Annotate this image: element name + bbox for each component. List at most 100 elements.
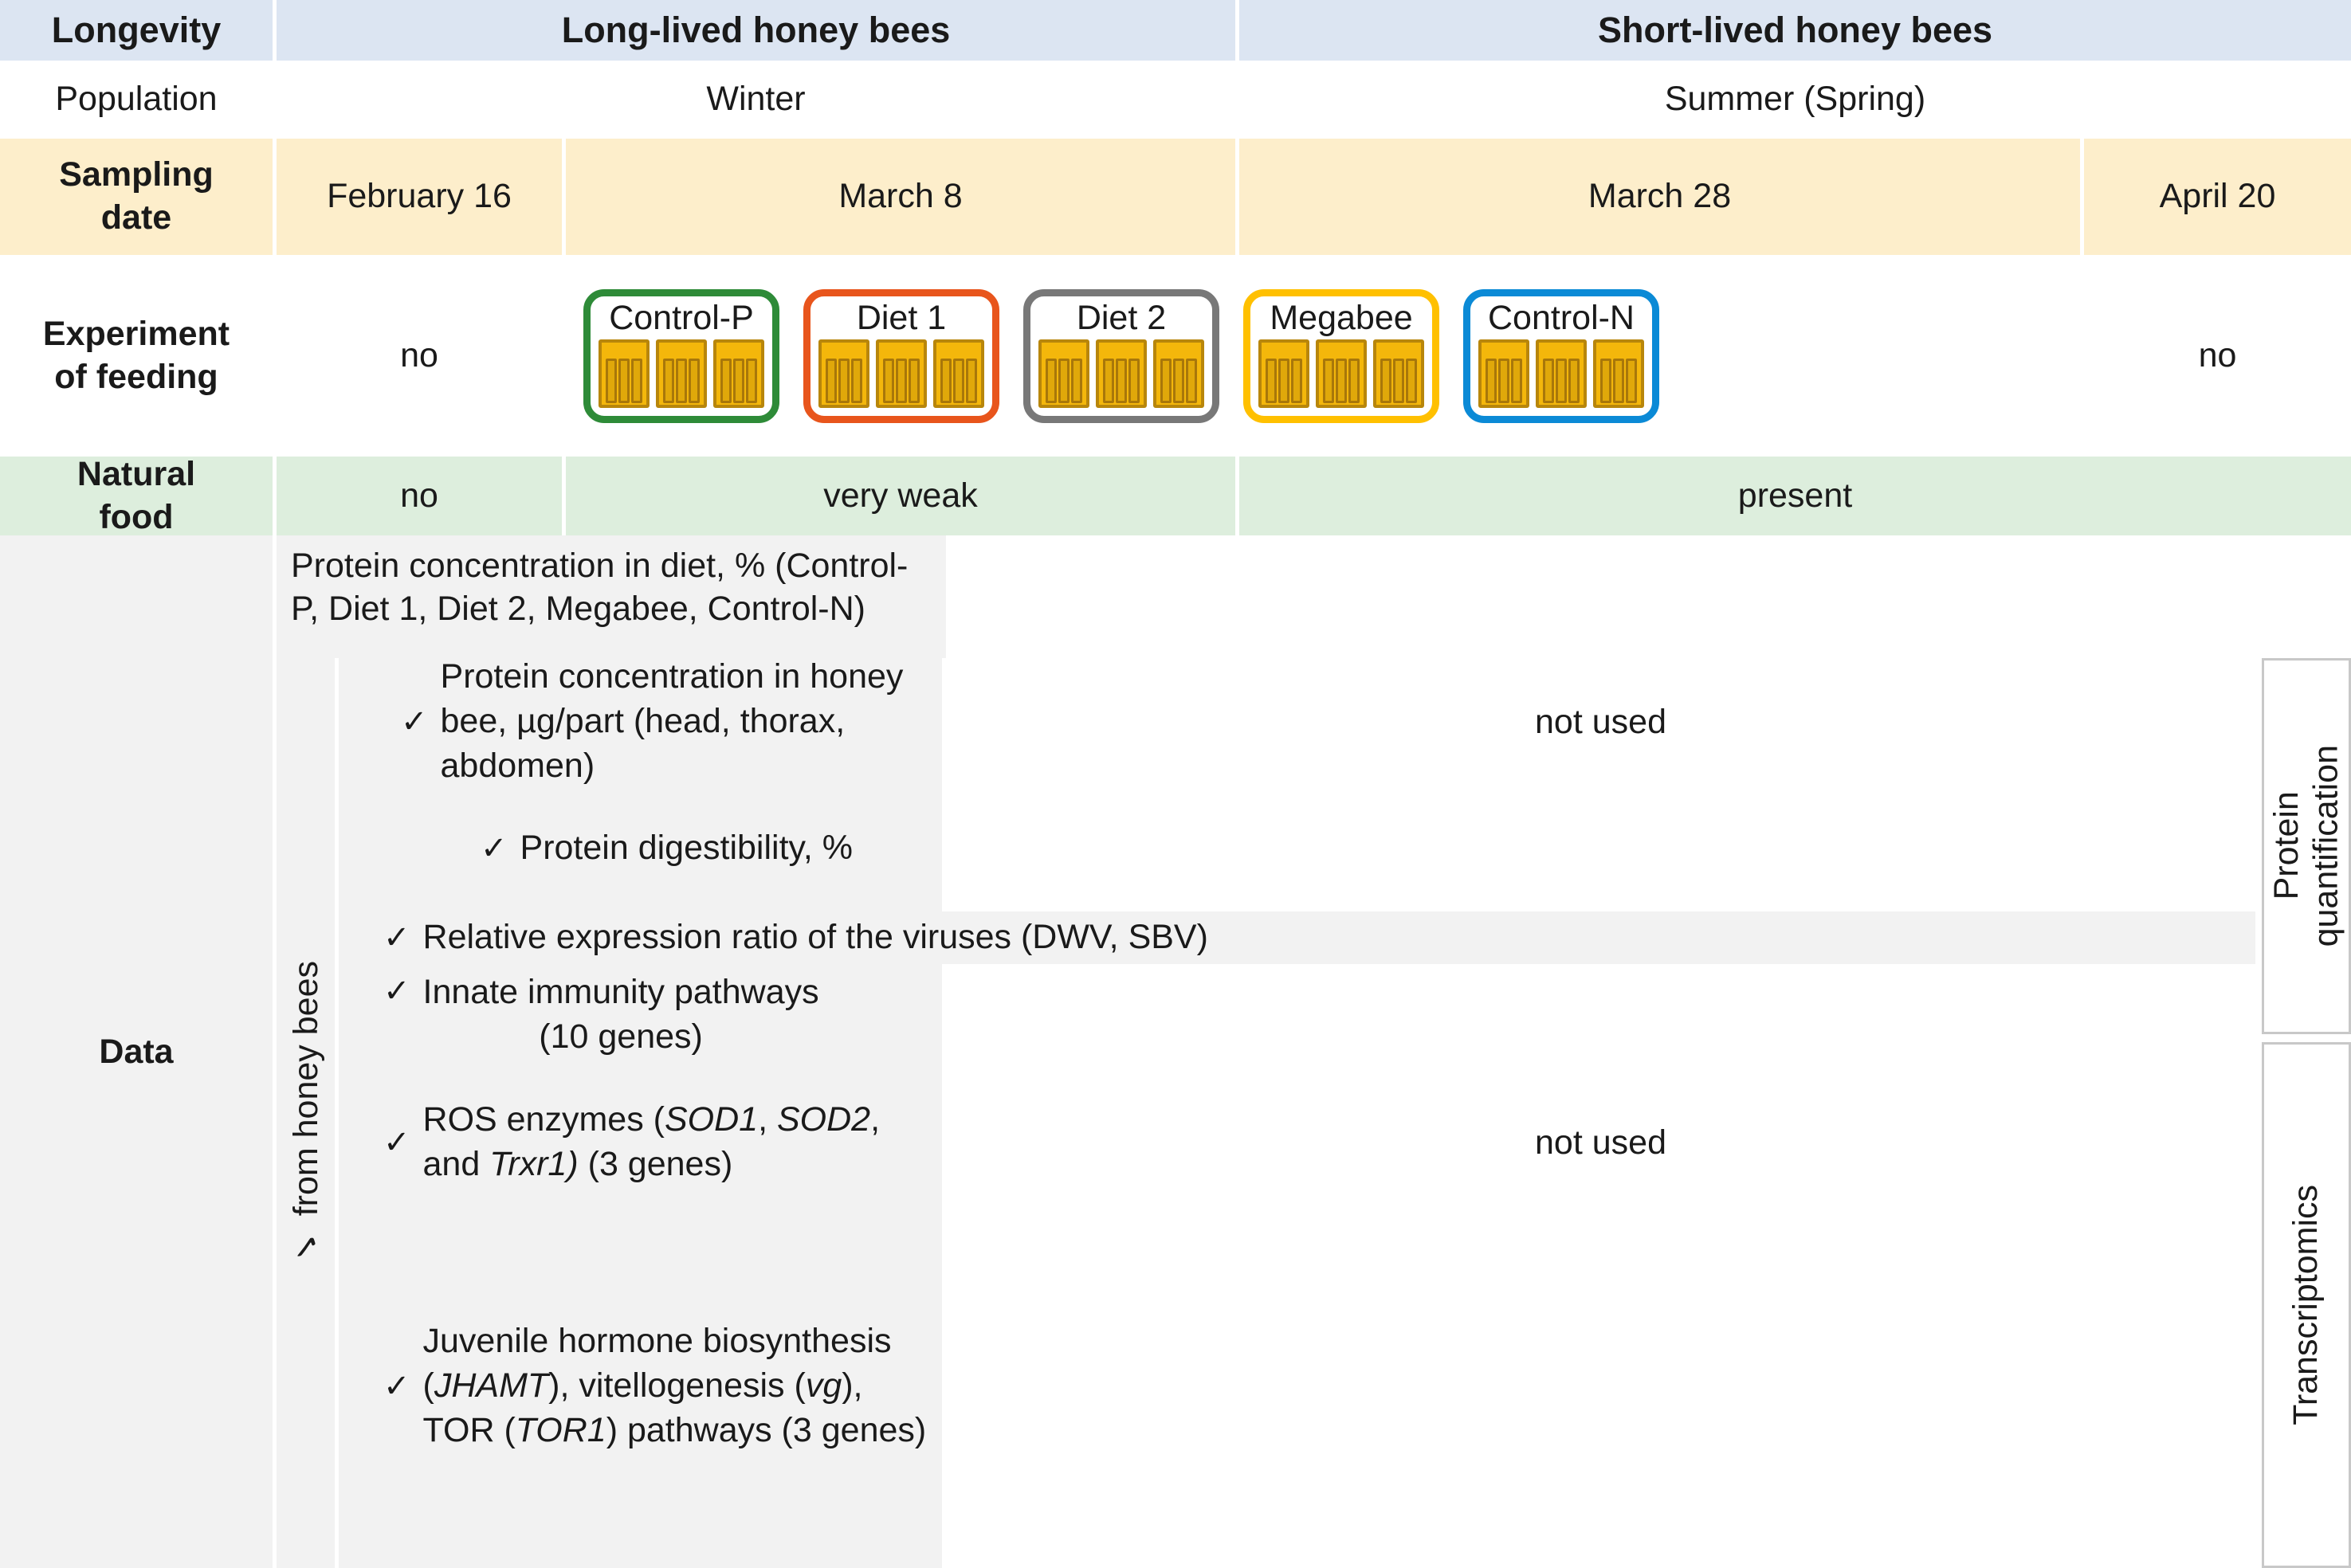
hive-box-icon: [1128, 358, 1140, 403]
hive-icon-group: [599, 339, 764, 408]
data-item-rows: ✓ Protein concentration in honey bee, µg…: [339, 657, 2255, 1568]
hive-box-icon: [1613, 358, 1624, 403]
check-icon: ✓: [481, 831, 508, 866]
beehive-icon: [1258, 339, 1309, 408]
hive-box-icon: [1498, 358, 1509, 403]
not-used-transcriptomics-spacer: [946, 964, 2255, 1080]
hive-box-icon: [1173, 358, 1184, 403]
hive-box-icon: [663, 358, 674, 403]
data-row-ros-enzymes: ✓ ROS enzymes (SOD1, SOD2, and Trxr1) (3…: [339, 1080, 2255, 1205]
beehive-icon: [599, 339, 650, 408]
hive-box-icon: [953, 358, 964, 403]
item-protein-digestibility-text: ✓ Protein digestibility, %: [339, 786, 946, 911]
data-lower: ✓ from honey bees ✓ Protein concentratio…: [277, 657, 2351, 1568]
check-icon: ✓: [383, 1125, 410, 1160]
hive-box-icon: [826, 358, 837, 403]
diet-protein-empty: [950, 535, 2351, 658]
from-honey-bees-text: ✓ from honey bees: [286, 960, 325, 1266]
feeding-group-diet-2: Diet 2: [1023, 288, 1219, 423]
item-ros-enzymes-text: ✓ ROS enzymes (SOD1, SOD2, and Trxr1) (3…: [339, 1080, 946, 1205]
item-label: Protein concentration in honey bee, µg/p…: [440, 657, 904, 785]
beehive-icon: [1038, 339, 1089, 408]
data-row-viruses: ✓ Relative expression ratio of the virus…: [339, 911, 2255, 964]
population-label: Population: [0, 61, 277, 139]
beehive-icon: [933, 339, 984, 408]
hive-box-icon: [851, 358, 862, 403]
data-row-protein-honeybee: ✓ Protein concentration in honey bee, µg…: [339, 657, 2255, 786]
not-used-protein: not used: [946, 658, 2255, 786]
population-summer: Summer (Spring): [1239, 61, 2351, 139]
diet-protein-text: Protein concentration in diet, % (Contro…: [277, 535, 950, 658]
beehive-icon: [1153, 339, 1204, 408]
check-icon: ✓: [383, 920, 410, 955]
sampling-date-march28: March 28: [1239, 139, 2084, 255]
juvenile-hormone-blank: [946, 1205, 2255, 1568]
hive-box-icon: [1486, 358, 1497, 403]
hive-box-icon: [1071, 358, 1082, 403]
data-body: Protein concentration in diet, % (Contro…: [277, 535, 2351, 1568]
data-section: Data Protein concentration in diet, % (C…: [0, 535, 2351, 1568]
hive-box-icon: [1278, 358, 1289, 403]
item-viruses-text: ✓ Relative expression ratio of the virus…: [339, 911, 2255, 964]
feeding-group-control-n: Control-N: [1463, 288, 1659, 423]
hive-box-icon: [1568, 358, 1580, 403]
item-protein-honeybee-text: ✓ Protein concentration in honey bee, µg…: [339, 657, 946, 786]
data-label: Data: [0, 535, 277, 1568]
legend-transcriptomics-text: Transcriptomics: [2286, 1185, 2325, 1425]
sampling-date-april: April 20: [2084, 139, 2351, 255]
feeding-group-diet-1: Diet 1: [803, 288, 999, 423]
hive-box-icon: [1266, 358, 1277, 403]
protein-digestibility-blank: [946, 786, 2255, 911]
beehive-icon: [713, 339, 764, 408]
feeding-group-label: Megabee: [1270, 298, 1413, 337]
item-label: Protein digestibility, %: [520, 829, 853, 868]
hive-icon-group: [1258, 339, 1424, 408]
hive-box-icon: [1160, 358, 1172, 403]
beehive-icon: [1478, 339, 1529, 408]
feeding-group-control-p: Control-P: [583, 288, 779, 423]
hive-box-icon: [618, 358, 630, 403]
beehive-icon: [1593, 339, 1644, 408]
beehive-icon: [876, 339, 927, 408]
feeding-group-label: Control-P: [609, 298, 754, 337]
beehive-icon: [1316, 339, 1367, 408]
natural-food-label: Natural food: [0, 455, 277, 536]
hive-box-icon: [1058, 358, 1070, 403]
hive-box-icon: [1323, 358, 1334, 403]
sampling-date-label: Sampling date: [0, 139, 277, 255]
hive-box-icon: [746, 358, 757, 403]
hive-box-icon: [1186, 358, 1197, 403]
beehive-icon: [1096, 339, 1147, 408]
hive-box-icon: [1291, 358, 1302, 403]
data-row-innate-immunity: ✓ Innate immunity pathways (10 genes): [339, 964, 2255, 1080]
sampling-date-february: February 16: [277, 139, 566, 255]
hive-box-icon: [1348, 358, 1360, 403]
sampling-date-march8: March 8: [566, 139, 1239, 255]
hive-icon-group: [1038, 339, 1204, 408]
hive-box-icon: [1626, 358, 1637, 403]
item-label: Relative expression ratio of the viruses…: [422, 918, 1208, 957]
feeding-label: Experiment of feeding: [0, 255, 277, 457]
hive-box-icon: [1103, 358, 1114, 403]
hive-box-icon: [909, 358, 920, 403]
feeding-group-label: Diet 1: [856, 298, 947, 337]
legend-transcriptomics: Transcriptomics: [2262, 1042, 2351, 1568]
feeding-group-label: Diet 2: [1076, 298, 1167, 337]
hive-box-icon: [631, 358, 642, 403]
hive-box-icon: [720, 358, 732, 403]
feeding-group-label: Control-N: [1488, 298, 1635, 337]
hive-box-icon: [966, 358, 977, 403]
natural-food-present: present: [1239, 457, 2351, 535]
data-row-protein-digestibility: ✓ Protein digestibility, %: [339, 786, 2255, 911]
natural-food-march8: very weak: [566, 457, 1239, 535]
population-winter: Winter: [277, 61, 1239, 139]
row-natural-food: Natural food no very weak present: [0, 455, 2351, 536]
feeding-february-value: no: [277, 255, 566, 457]
beehive-icon: [656, 339, 707, 408]
hive-box-icon: [1543, 358, 1554, 403]
hive-box-icon: [1393, 358, 1404, 403]
hive-box-icon: [606, 358, 617, 403]
hive-box-icon: [1406, 358, 1417, 403]
check-icon: ✓: [383, 1369, 410, 1404]
hive-box-icon: [896, 358, 907, 403]
